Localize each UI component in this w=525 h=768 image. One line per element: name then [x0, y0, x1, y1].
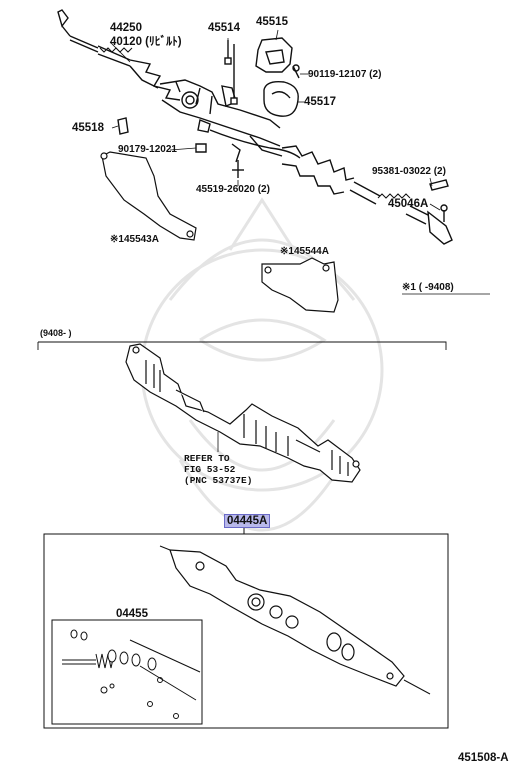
label-45515: 45515 [256, 16, 288, 28]
label-95381-03022: 95381-03022 (2) [372, 166, 446, 177]
label-45519-26020: 45519-26020 (2) [196, 184, 270, 195]
shield-145544a [261, 257, 339, 313]
steering-rack-assembly [57, 9, 453, 245]
label-04455: 04455 [116, 608, 148, 620]
label-45046a: 45046A [388, 198, 429, 210]
range-bracket [37, 341, 447, 350]
label-145543a: ※145543A [110, 234, 159, 245]
label-refer-fig: FIG 53-52 [184, 464, 236, 475]
kit-inner-box [51, 619, 203, 725]
label-45514: 45514 [208, 22, 240, 34]
label-45518: 45518 [72, 122, 104, 134]
label-90119-12107: 90119-12107 (2) [308, 69, 382, 80]
label-range: (9408- ) [40, 328, 72, 338]
label-04445a-highlighted[interactable]: 04445A [224, 514, 271, 528]
label-note-1: ※1 ( -9408) [402, 282, 454, 293]
diagram-id: 451508-A [458, 752, 509, 764]
label-40120: 40120 (ﾘﾋﾞﾙﾄ) [110, 36, 182, 48]
shield-145543a [100, 151, 197, 241]
label-refer-pnc: (PNC 53737E) [184, 475, 253, 486]
leader-lines [109, 29, 441, 211]
label-145544a: ※145544A [280, 246, 329, 257]
under-cover [125, 343, 361, 483]
label-refer-to: REFER TO [184, 453, 230, 464]
kit-rack-body [159, 545, 431, 695]
label-45517: 45517 [304, 96, 336, 108]
kit-box [43, 528, 449, 729]
label-44250: 44250 [110, 22, 142, 34]
label-90179-12021: 90179-12021 [118, 144, 177, 155]
kit-seals [62, 629, 201, 719]
